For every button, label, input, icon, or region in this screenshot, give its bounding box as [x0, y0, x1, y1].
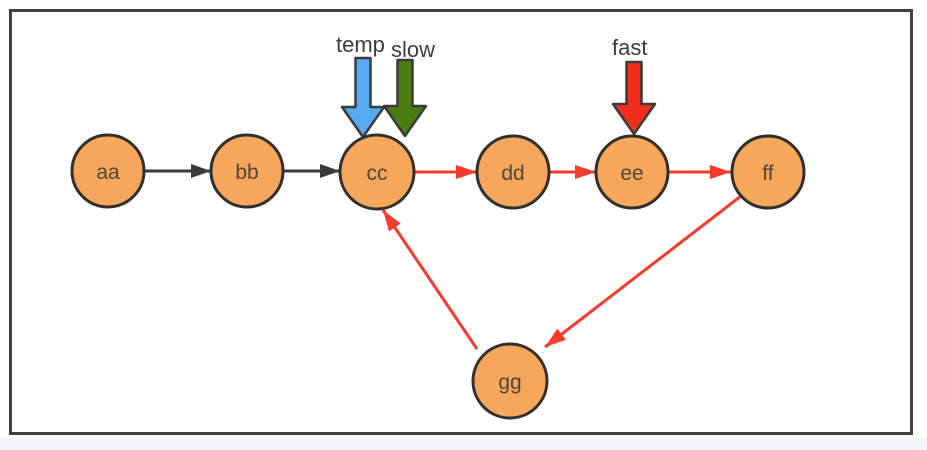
- node-ff-label: ff: [762, 162, 773, 185]
- node-bb-label: bb: [235, 161, 258, 184]
- node-dd-label: dd: [501, 162, 524, 185]
- node-ee-label: ee: [620, 162, 643, 185]
- node-aa: aa: [70, 133, 146, 209]
- node-ff: ff: [730, 134, 806, 210]
- pointer-label-slow: slow: [391, 37, 435, 62]
- node-gg: gg: [471, 342, 549, 420]
- node-cc: cc: [338, 133, 416, 211]
- pointer-arrow-fast-icon: [611, 60, 657, 136]
- node-aa-circle: [70, 133, 146, 209]
- pointer-label-fast: fast: [612, 35, 647, 60]
- node-ee: ee: [594, 134, 670, 210]
- node-gg-label: gg: [498, 371, 521, 394]
- node-cc-label: cc: [367, 162, 388, 185]
- pointer-arrow-temp-icon: [340, 56, 386, 139]
- edge-ff-gg: [544, 194, 742, 349]
- node-dd: dd: [475, 134, 551, 210]
- node-dd-circle: [475, 134, 551, 210]
- edge-gg-cc: [381, 209, 479, 350]
- node-cc-circle: [338, 133, 416, 211]
- bottom-strip: [0, 438, 927, 450]
- node-ff-circle: [730, 134, 806, 210]
- node-bb-circle: [209, 133, 285, 209]
- node-gg-circle: [471, 342, 549, 420]
- pointer-arrow-slow-icon: [382, 58, 428, 138]
- node-bb: bb: [209, 133, 285, 209]
- pointer-label-temp: temp: [336, 32, 385, 57]
- node-ee-circle: [594, 134, 670, 210]
- node-aa-label: aa: [96, 161, 120, 184]
- diagram-frame: [9, 9, 913, 435]
